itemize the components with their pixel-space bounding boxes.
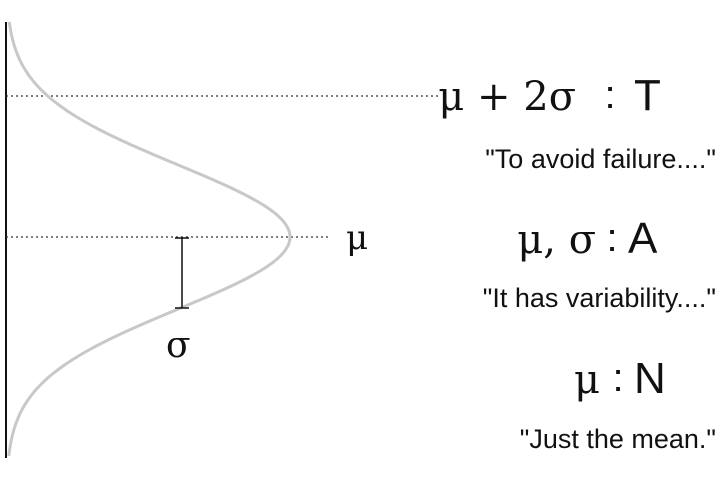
label-row-a: μ, σ : A "It has variability...." (483, 214, 716, 313)
row-n-symbol: μ (574, 357, 600, 403)
sigma-marker (175, 237, 189, 309)
row-t-quote: "To avoid failure...." (485, 144, 716, 174)
row-n-letter: N (634, 354, 666, 403)
row-n-separator: : (612, 356, 623, 400)
row-a-quote: "It has variability...." (483, 283, 716, 313)
row-t-separator: : (604, 73, 615, 117)
row-a-letter: A (628, 214, 658, 263)
row-t-letter: T (634, 71, 661, 120)
sigma-symbol: σ (166, 325, 191, 366)
row-t-symbol: μ + 2σ (438, 74, 576, 120)
bell-curve (7, 21, 292, 457)
row-a-symbol: μ, σ (517, 217, 596, 263)
row-n-quote: "Just the mean." (520, 424, 716, 454)
row-a-separator: : (606, 216, 617, 260)
label-row-n: μ : N "Just the mean." (520, 354, 716, 454)
label-row-t: μ + 2σ : T "To avoid failure...." (438, 71, 716, 174)
mean-symbol: μ (346, 218, 368, 258)
